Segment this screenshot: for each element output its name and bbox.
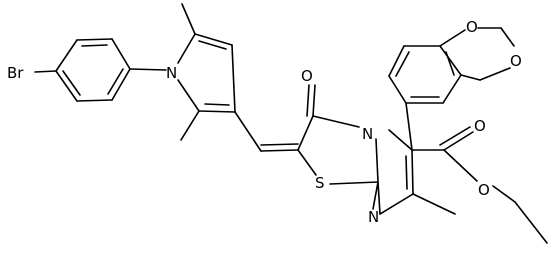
bond-methyl-c7 (412, 193, 456, 215)
bromophenyl-ring (55, 38, 131, 102)
atom-o-dioxole-bottom: O (510, 52, 522, 70)
bond-aryl-n (129, 68, 167, 71)
bond-ch-c2 (260, 149, 299, 152)
atom-n-ring: N (362, 125, 373, 143)
bond-methyl-bottom (180, 110, 200, 141)
bond-co-2 (306, 84, 310, 117)
atom-n-pyrrole: N (166, 64, 177, 82)
thiazolone-ring (297, 115, 379, 185)
bond-methyl-top (181, 3, 196, 35)
atom-o-carbonyl-ester: O (474, 117, 486, 135)
atom-o-ester-link: O (478, 181, 490, 199)
bond-c5-aryl (405, 102, 413, 151)
bond-pyrrole-ch (234, 111, 262, 152)
atom-n-imine: N (368, 208, 379, 226)
benzodioxole-ring (388, 45, 462, 104)
pyrimidine-ring (372, 129, 414, 215)
atom-s-ring: S (315, 174, 325, 192)
atom-o-ketone: O (301, 67, 313, 85)
bond-ch-c2-double (260, 143, 299, 146)
bond-co-1 (312, 84, 316, 117)
ester-group (411, 126, 548, 244)
atom-br: Br (7, 64, 24, 82)
atom-o-dioxole-top: O (466, 18, 478, 36)
pyrrole-ring (177, 33, 236, 113)
bond-c-br (34, 70, 57, 73)
dioxole-ring (439, 27, 515, 81)
